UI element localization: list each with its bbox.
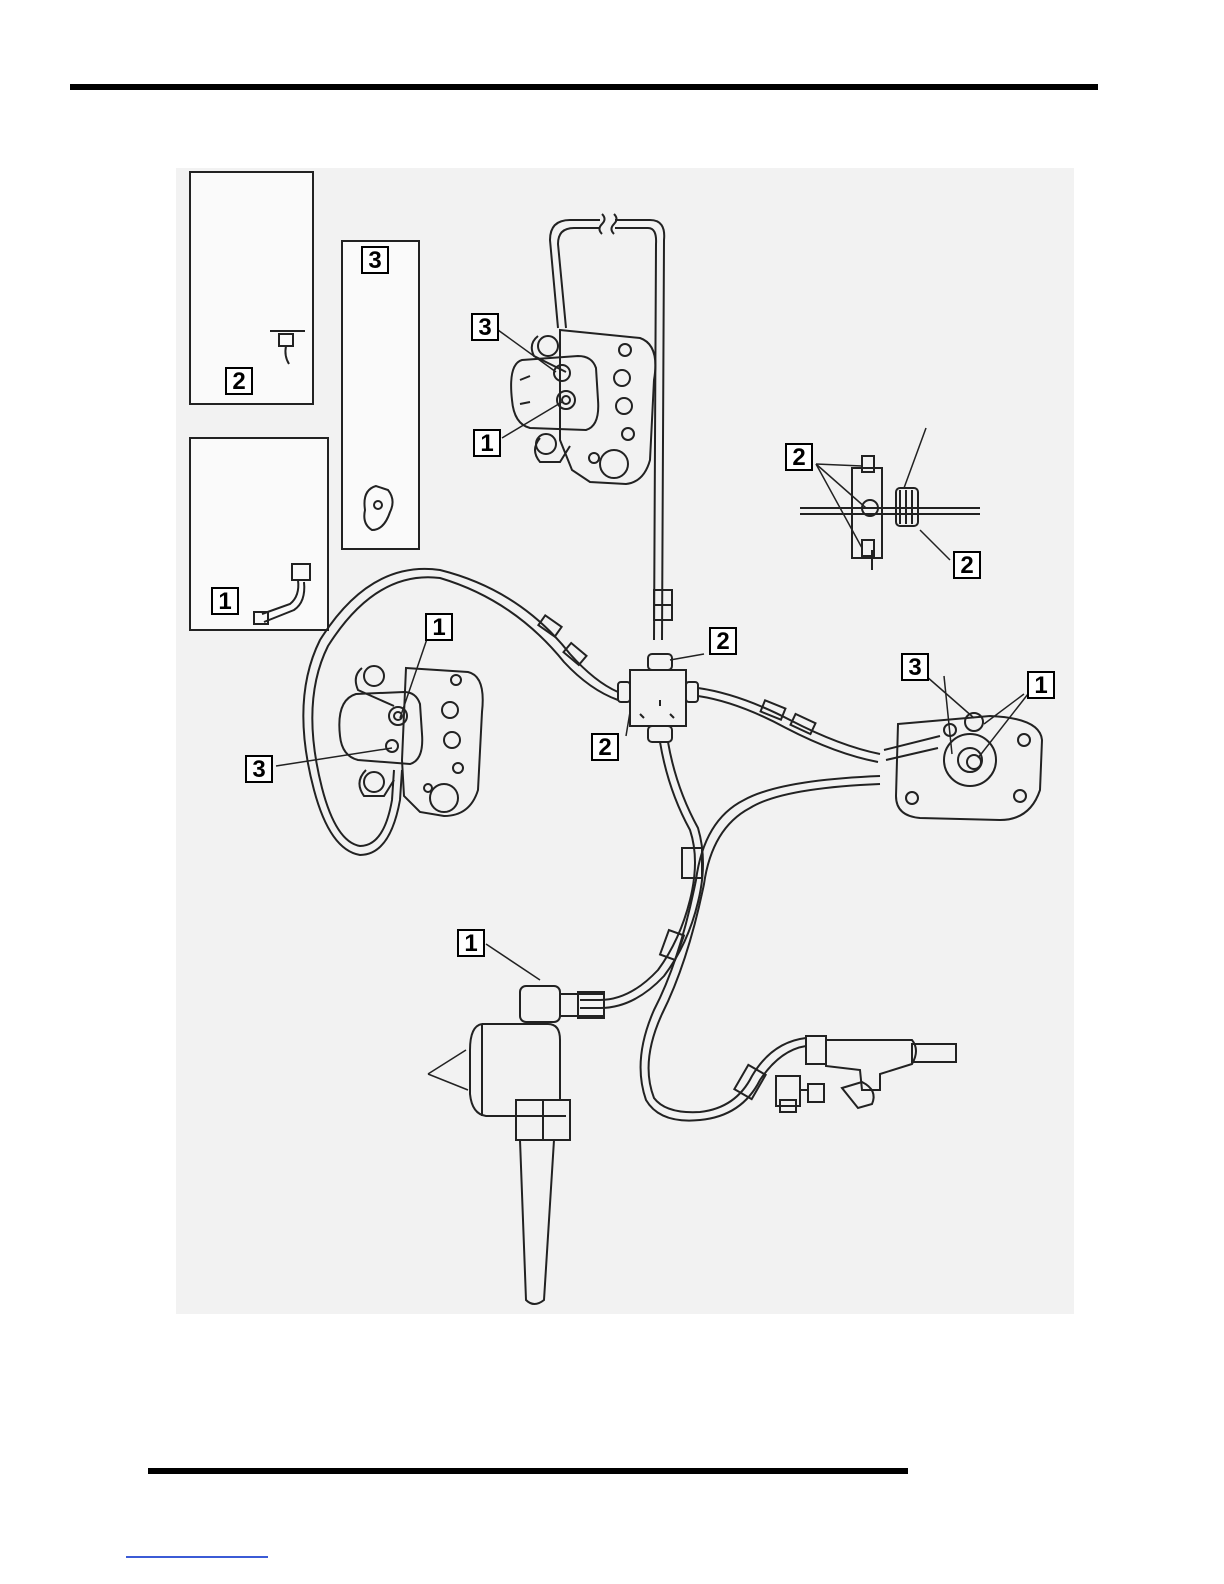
master-cylinder-line — [580, 742, 703, 1008]
inset-box-1 — [190, 438, 328, 630]
callout-right-caliper-3: 3 — [902, 654, 928, 681]
callout-left-caliper-1: 1 — [426, 614, 452, 641]
callout-fitting-2-bottom-text: 2 — [960, 552, 973, 579]
callout-master-cylinder-1-text: 1 — [464, 930, 477, 957]
callout-inset-2: 2 — [226, 368, 252, 395]
brake-junction-block — [618, 654, 698, 742]
callout-fitting-2-bottom: 2 — [954, 552, 980, 579]
callout-top-caliper-3: 3 — [472, 314, 498, 341]
callout-top-caliper-3-text: 3 — [478, 314, 491, 341]
callout-inset-3-text: 3 — [368, 247, 381, 274]
callout-labels: 2 3 1 3 1 1 3 — [212, 247, 1054, 957]
callout-left-caliper-3-text: 3 — [252, 756, 265, 783]
callout-inset-3: 3 — [362, 247, 388, 274]
callout-fitting-2-top: 2 — [786, 444, 812, 471]
footer-rule — [148, 1468, 908, 1474]
callout-inset-1: 1 — [212, 588, 238, 615]
header-rule — [70, 84, 1098, 90]
callout-master-cylinder-1: 1 — [458, 930, 484, 957]
callout-junction-2-top-text: 2 — [716, 628, 729, 655]
top-brake-line — [550, 214, 672, 640]
callout-fitting-2-top-text: 2 — [792, 444, 805, 471]
callout-inset-2-text: 2 — [232, 368, 245, 395]
callout-top-caliper-1: 1 — [474, 430, 500, 457]
right-caliper — [884, 713, 1042, 820]
callout-junction-2-top: 2 — [710, 628, 736, 655]
callout-right-caliper-1: 1 — [1028, 672, 1054, 699]
right-brake-line — [698, 688, 880, 762]
callout-right-caliper-1-text: 1 — [1034, 672, 1047, 699]
callout-inset-1-text: 1 — [218, 588, 231, 615]
callout-left-caliper-3: 3 — [246, 756, 272, 783]
front-master-cylinder — [470, 986, 604, 1304]
brake-line-diagram: 2 3 1 3 1 1 3 — [176, 168, 1074, 1314]
callout-right-caliper-3-text: 3 — [908, 654, 921, 681]
top-caliper — [511, 330, 655, 484]
callout-top-caliper-1-text: 1 — [480, 430, 493, 457]
callout-left-caliper-1-text: 1 — [432, 614, 445, 641]
footer-link-underline[interactable] — [126, 1556, 268, 1558]
left-caliper — [339, 666, 482, 816]
callout-junction-2-bottom-text: 2 — [598, 734, 611, 761]
callout-junction-2-bottom: 2 — [592, 734, 618, 761]
diagram-canvas: 2 3 1 3 1 1 3 — [176, 168, 1074, 1314]
